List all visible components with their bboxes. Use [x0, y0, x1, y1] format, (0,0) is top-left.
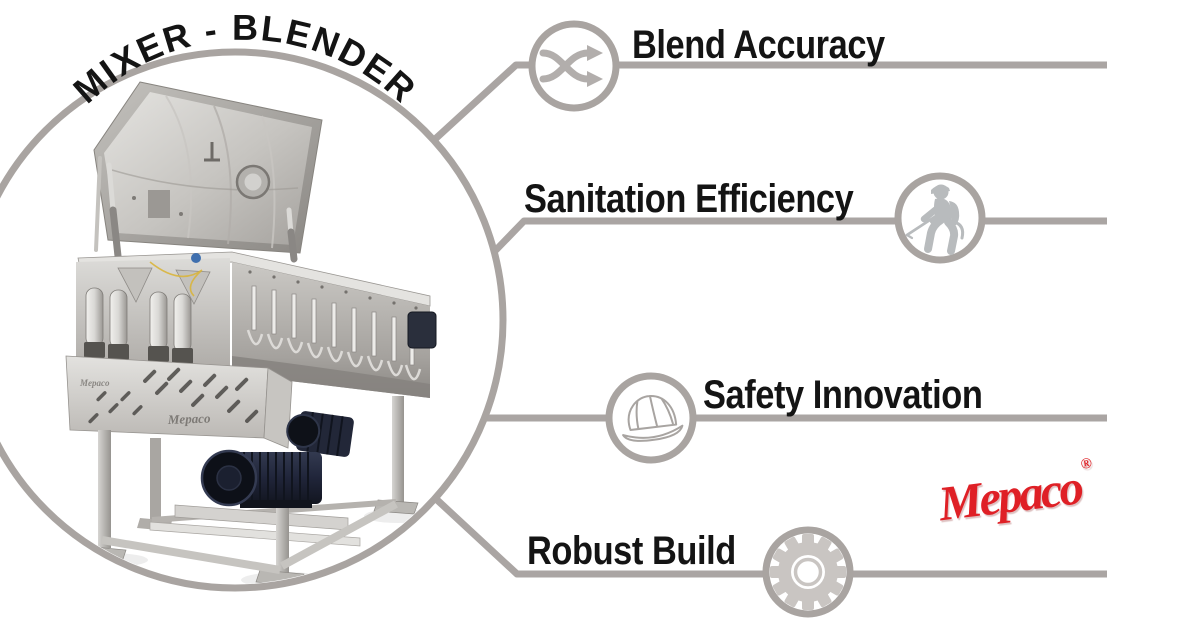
feature-circle-blend-accuracy [528, 20, 620, 112]
yellow-cable [149, 261, 203, 297]
pneumatic-cylinders [84, 287, 193, 364]
guard-slots [88, 367, 259, 424]
machine-open-lid [93, 81, 323, 254]
feature-label-safety-innovation: Safety Innovation [703, 373, 983, 417]
feature-label-sanitation-efficiency: Sanitation Efficiency [524, 177, 854, 221]
lid-handle [204, 142, 220, 162]
connector-line-sanitation-efficiency [491, 217, 1107, 255]
pressure-washer-person-icon [905, 184, 965, 255]
shuffle-arrows-icon [539, 45, 603, 87]
registered-trademark-icon: ® [1079, 455, 1093, 473]
perforated-guard-panel: Mepaco Mepaco [65, 355, 293, 449]
connector-line-blend-accuracy [430, 61, 1107, 144]
side-tube-clamps [246, 285, 422, 381]
end-motor [407, 311, 437, 349]
lid-junction-box [148, 190, 170, 218]
blue-fitting [191, 253, 201, 263]
feature-label-robust-build: Robust Build [527, 529, 736, 573]
hard-hat-icon [622, 395, 684, 442]
connector-line-robust-build [432, 495, 1107, 578]
gear-icon [770, 534, 846, 610]
mixer-blender-machine-illustration: Mepaco Mepaco [65, 81, 437, 584]
guard-engraving-mepaco-small: Mepaco [79, 378, 110, 388]
guard-engraving-mepaco: Mepaco [167, 411, 212, 428]
feature-label-blend-accuracy: Blend Accuracy [632, 23, 885, 67]
drive-motors [200, 411, 354, 508]
lid-gas-springs [94, 156, 298, 263]
